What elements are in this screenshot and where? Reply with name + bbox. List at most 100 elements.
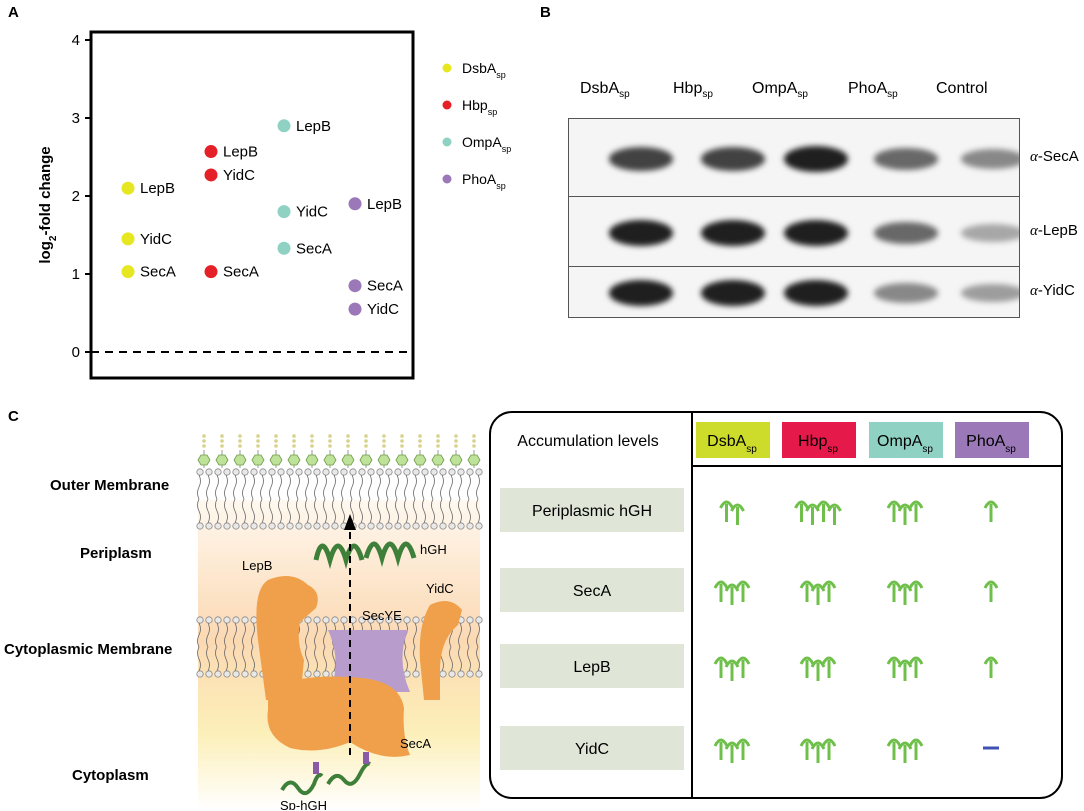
lipid-tail — [260, 474, 264, 500]
lipid-head — [214, 616, 222, 624]
lipid-head — [241, 616, 249, 624]
data-point-label: YidC — [223, 167, 255, 184]
up-arrow-icon — [908, 500, 924, 509]
lps-bead — [256, 444, 260, 448]
data-point-label: SecA — [140, 264, 176, 281]
lipid-tail — [440, 498, 444, 524]
data-point-label: LepB — [367, 196, 402, 213]
y-tick-label: 4 — [72, 32, 80, 49]
up-arrow-icon — [724, 659, 740, 668]
lipid-head — [475, 522, 483, 530]
blot-band — [961, 283, 1019, 303]
lipid-tail — [350, 498, 354, 524]
data-point — [204, 265, 218, 279]
lipid-tail — [467, 498, 471, 524]
lipid-head — [223, 616, 231, 624]
lipid-head — [277, 522, 285, 530]
lps-bead — [256, 434, 260, 438]
lps-bead — [472, 439, 476, 443]
lipid-tail — [323, 498, 327, 524]
up-arrow-icon — [735, 580, 751, 589]
lipid-head — [250, 616, 258, 624]
legend-entry-name: PhoA — [462, 171, 497, 187]
lipid-tail — [269, 474, 273, 500]
lipid-head — [385, 468, 393, 476]
lps-bead — [202, 434, 206, 438]
lipid-head — [322, 522, 330, 530]
lipid-head — [205, 468, 213, 476]
table-row-label-box — [500, 568, 684, 612]
lipid-head — [250, 468, 258, 476]
label-periplasm: Periplasm — [80, 545, 152, 562]
legend-swatch — [442, 100, 452, 110]
sp-hgh-squiggle-1 — [280, 773, 324, 796]
lipid-tail — [422, 498, 426, 524]
lipid-tail — [377, 474, 381, 500]
lps-bead — [328, 434, 332, 438]
lipid-head — [457, 468, 465, 476]
data-point-label: LepB — [140, 180, 175, 197]
lipid-tail — [251, 646, 255, 672]
blot-band — [609, 280, 673, 306]
lipid-head — [313, 616, 321, 624]
lipid-head — [304, 522, 312, 530]
lipid-tail — [224, 646, 228, 672]
lipid-tail — [278, 474, 282, 500]
lipid-head — [466, 670, 474, 678]
accumulation-levels-label: Accumulation levels — [517, 433, 658, 450]
blot-row — [568, 118, 1020, 198]
table-column-sub: sp — [827, 444, 838, 455]
lps-bead — [454, 434, 458, 438]
lps-bead — [292, 434, 296, 438]
lipid-head — [214, 522, 222, 530]
lipid-tail — [206, 646, 210, 672]
lps-bead — [382, 444, 386, 448]
table-column-label: PhoAsp — [966, 433, 1016, 455]
up-arrow-icon — [821, 656, 837, 665]
lipid-tail — [440, 474, 444, 500]
legend-entry-name: DsbA — [462, 60, 497, 76]
lipid-head — [331, 522, 339, 530]
lps-bead — [220, 444, 224, 448]
lipid-tail — [341, 498, 345, 524]
lipid-tail — [323, 474, 327, 500]
up-arrow-icon — [735, 738, 751, 747]
lipid-head — [358, 468, 366, 476]
legend-swatch — [442, 174, 452, 184]
lipid-head — [232, 468, 240, 476]
lipid-head — [259, 468, 267, 476]
data-point-label: SecA — [296, 240, 332, 257]
up-arrow-icon — [713, 656, 729, 665]
lipid-tail — [332, 474, 336, 500]
lipid-tail — [314, 498, 318, 524]
up-arrow-icon — [983, 656, 999, 665]
legend-entry: DsbAsp — [462, 60, 506, 80]
lipid-head — [214, 670, 222, 678]
lipid-head — [376, 522, 384, 530]
label-secye: SecYE — [362, 608, 402, 623]
lipid-tail — [206, 474, 210, 500]
lipid-tail — [242, 646, 246, 672]
lipid-head — [196, 616, 204, 624]
table-column-sub: sp — [1005, 444, 1016, 455]
lps-bead — [436, 439, 440, 443]
lps-bead — [382, 439, 386, 443]
table-column-header — [869, 422, 943, 458]
blot-band — [874, 283, 938, 303]
table-row-label: Periplasmic hGH — [532, 503, 652, 520]
lipid-head — [412, 522, 420, 530]
blot-band — [701, 147, 765, 171]
data-point — [204, 168, 218, 182]
up-arrow-icon — [886, 656, 902, 665]
table-column-sub: sp — [746, 444, 757, 455]
lipid-tail — [413, 646, 417, 672]
antibody-name: -YidC — [1037, 282, 1075, 299]
lipid-tail — [377, 498, 381, 524]
table-row-label-box — [500, 488, 684, 532]
lipid-head — [466, 616, 474, 624]
antibody-name: -LepB — [1037, 222, 1078, 239]
legend-entry: OmpAsp — [462, 134, 511, 154]
up-arrow-icon — [799, 656, 815, 665]
lps-bead — [472, 434, 476, 438]
